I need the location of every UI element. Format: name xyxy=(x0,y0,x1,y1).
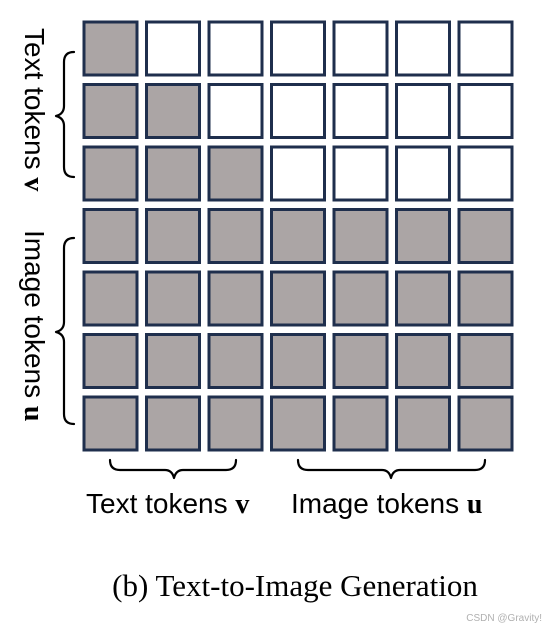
mask-cell-r0-c3-masked xyxy=(270,20,326,77)
mask-cell-r4-c0-attended xyxy=(82,270,139,327)
mask-cell-r0-c5-masked xyxy=(395,20,451,77)
col-brace-image xyxy=(296,458,487,480)
mask-cell-r6-c5-attended xyxy=(395,395,451,452)
mask-cell-r2-c5-masked xyxy=(395,145,451,202)
col-label-image-tokens-var: u xyxy=(466,489,483,520)
mask-cell-r4-c3-attended xyxy=(270,270,326,327)
mask-cell-r4-c5-attended xyxy=(395,270,451,327)
watermark: CSDN @Gravity! xyxy=(466,613,542,624)
mask-cell-r4-c2-attended xyxy=(207,270,264,327)
mask-cell-r1-c1-attended xyxy=(145,83,201,139)
mask-cell-r1-c6-masked xyxy=(457,83,514,139)
mask-cell-r2-c0-attended xyxy=(82,145,139,202)
mask-cell-r1-c2-masked xyxy=(207,83,264,139)
mask-cell-r0-c6-masked xyxy=(457,20,514,77)
mask-cell-r5-c6-attended xyxy=(457,333,514,389)
mask-cell-r4-c6-attended xyxy=(457,270,514,327)
mask-cell-r3-c6-attended xyxy=(457,208,514,264)
mask-cell-r5-c3-attended xyxy=(270,333,326,389)
mask-cell-r5-c2-attended xyxy=(207,333,264,389)
mask-cell-r5-c4-attended xyxy=(332,333,389,389)
row-label-text-tokens-text: Text tokens xyxy=(19,28,50,178)
row-label-image-tokens-text: Image tokens xyxy=(19,230,50,406)
mask-cell-r3-c3-attended xyxy=(270,208,326,264)
figure-caption: (b) Text-to-Image Generation xyxy=(112,568,478,603)
row-label-text-tokens: Text tokens v xyxy=(18,28,50,192)
row-label-image-tokens-var: u xyxy=(18,405,49,422)
mask-cell-r3-c0-attended xyxy=(82,208,139,264)
mask-cell-r5-c0-attended xyxy=(82,333,139,389)
col-label-text-tokens-text: Text tokens xyxy=(86,488,236,519)
mask-cell-r3-c5-attended xyxy=(395,208,451,264)
mask-cell-r2-c3-masked xyxy=(270,145,326,202)
mask-cell-r3-c1-attended xyxy=(145,208,201,264)
mask-cell-r3-c4-attended xyxy=(332,208,389,264)
mask-cell-r3-c2-attended xyxy=(207,208,264,264)
mask-cell-r5-c5-attended xyxy=(395,333,451,389)
mask-cell-r2-c2-attended xyxy=(207,145,264,202)
row-label-image-tokens: Image tokens u xyxy=(18,230,50,422)
mask-cell-r4-c1-attended xyxy=(145,270,201,327)
mask-cell-r0-c0-attended xyxy=(82,20,139,77)
col-label-text-tokens-var: v xyxy=(235,489,250,520)
col-label-image-tokens-text: Image tokens xyxy=(291,488,467,519)
mask-cell-r0-c4-masked xyxy=(332,20,389,77)
mask-cell-r6-c2-attended xyxy=(207,395,264,452)
mask-cell-r1-c0-attended xyxy=(82,83,139,139)
mask-cell-r6-c3-attended xyxy=(270,395,326,452)
mask-cell-r2-c4-masked xyxy=(332,145,389,202)
mask-cell-r2-c1-attended xyxy=(145,145,201,202)
col-label-image-tokens: Image tokens u xyxy=(291,490,482,519)
mask-cell-r6-c0-attended xyxy=(82,395,139,452)
row-brace-text xyxy=(54,50,76,179)
mask-cell-r5-c1-attended xyxy=(145,333,201,389)
col-label-text-tokens: Text tokens v xyxy=(86,490,249,519)
mask-cell-r0-c2-masked xyxy=(207,20,264,77)
mask-cell-r2-c6-masked xyxy=(457,145,514,202)
mask-cell-r1-c4-masked xyxy=(332,83,389,139)
mask-cell-r6-c4-attended xyxy=(332,395,389,452)
mask-cell-r0-c1-masked xyxy=(145,20,201,77)
mask-cell-r1-c3-masked xyxy=(270,83,326,139)
col-brace-text xyxy=(108,458,238,480)
row-label-text-tokens-var: v xyxy=(18,177,49,192)
mask-cell-r6-c6-attended xyxy=(457,395,514,452)
mask-grid xyxy=(82,20,514,452)
row-brace-image xyxy=(54,236,76,426)
mask-cell-r1-c5-masked xyxy=(395,83,451,139)
mask-cell-r4-c4-attended xyxy=(332,270,389,327)
mask-cell-r6-c1-attended xyxy=(145,395,201,452)
